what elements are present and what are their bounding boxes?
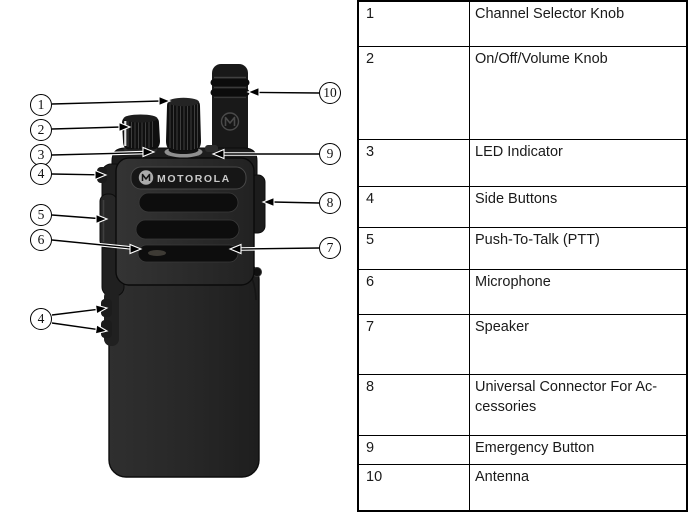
radio-illustration: MOTOROLA bbox=[51, 64, 320, 478]
brand-label: MOTOROLA bbox=[157, 173, 231, 185]
part-number: 5 bbox=[359, 228, 470, 269]
part-number: 7 bbox=[359, 315, 470, 374]
table-row: 8 Universal Connector For Ac-cessories bbox=[359, 375, 686, 436]
table-row: 2 On/Off/Volume Knob bbox=[359, 47, 686, 140]
motorola-emblem-antenna-icon bbox=[220, 112, 240, 131]
table-row: 4 Side Buttons bbox=[359, 187, 686, 228]
part-number: 8 bbox=[359, 375, 470, 435]
brand-plate: MOTOROLA bbox=[130, 166, 247, 190]
callout-6: 6 bbox=[30, 229, 52, 251]
speaker-grille bbox=[135, 192, 240, 263]
part-number: 2 bbox=[359, 47, 470, 139]
table-row: 7 Speaker bbox=[359, 315, 686, 375]
motorola-emblem-front-icon bbox=[138, 170, 154, 185]
part-number: 4 bbox=[359, 187, 470, 227]
front-panel: MOTOROLA bbox=[115, 157, 255, 286]
part-number: 3 bbox=[359, 140, 470, 186]
callout-8: 8 bbox=[319, 192, 341, 214]
callout-2: 2 bbox=[30, 119, 52, 141]
table-row: 6 Microphone bbox=[359, 270, 686, 315]
part-label: LED Indicator bbox=[475, 144, 563, 160]
callout-4: 4 bbox=[30, 163, 52, 185]
volume-knob bbox=[122, 114, 160, 155]
table-row: 3 LED Indicator bbox=[359, 140, 686, 187]
table-row: 9 Emergency Button bbox=[359, 436, 686, 465]
part-label: Microphone bbox=[475, 274, 551, 290]
part-number: 10 bbox=[359, 465, 470, 510]
table-row: 5 Push-To-Talk (PTT) bbox=[359, 228, 686, 270]
table-row: 1 Channel Selector Knob bbox=[359, 2, 686, 47]
parts-table: 1 Channel Selector Knob 2 On/Off/Volume … bbox=[357, 0, 688, 512]
emergency-button bbox=[205, 145, 218, 152]
arrow-heads bbox=[94, 86, 275, 335]
part-label: Push-To-Talk (PTT) bbox=[475, 232, 600, 248]
channel-selector-knob bbox=[164, 97, 203, 158]
part-number: 9 bbox=[359, 436, 470, 464]
part-label: Universal Connector For Ac-cessories bbox=[475, 379, 658, 415]
part-label: Side Buttons bbox=[475, 191, 558, 207]
side-button-lower-2 bbox=[101, 320, 112, 338]
part-number: 6 bbox=[359, 270, 470, 314]
callout-1: 1 bbox=[30, 94, 52, 116]
callout-7: 7 bbox=[319, 237, 341, 259]
part-number: 1 bbox=[359, 2, 470, 46]
part-label: On/Off/Volume Knob bbox=[475, 51, 608, 67]
callout-3: 3 bbox=[30, 144, 52, 166]
callout-9: 9 bbox=[319, 143, 341, 165]
part-label: Channel Selector Knob bbox=[475, 6, 625, 22]
callout-10: 10 bbox=[319, 82, 341, 104]
table-row: 10 Antenna bbox=[359, 465, 686, 510]
part-label: Antenna bbox=[475, 469, 530, 485]
callout-4-lower: 4 bbox=[30, 308, 52, 330]
part-label: Emergency Button bbox=[475, 440, 595, 456]
leader-lines bbox=[51, 86, 320, 335]
callout-5: 5 bbox=[30, 204, 52, 226]
part-label: Speaker bbox=[475, 319, 530, 335]
microphone-slot bbox=[137, 244, 239, 263]
battery-body bbox=[108, 261, 260, 478]
